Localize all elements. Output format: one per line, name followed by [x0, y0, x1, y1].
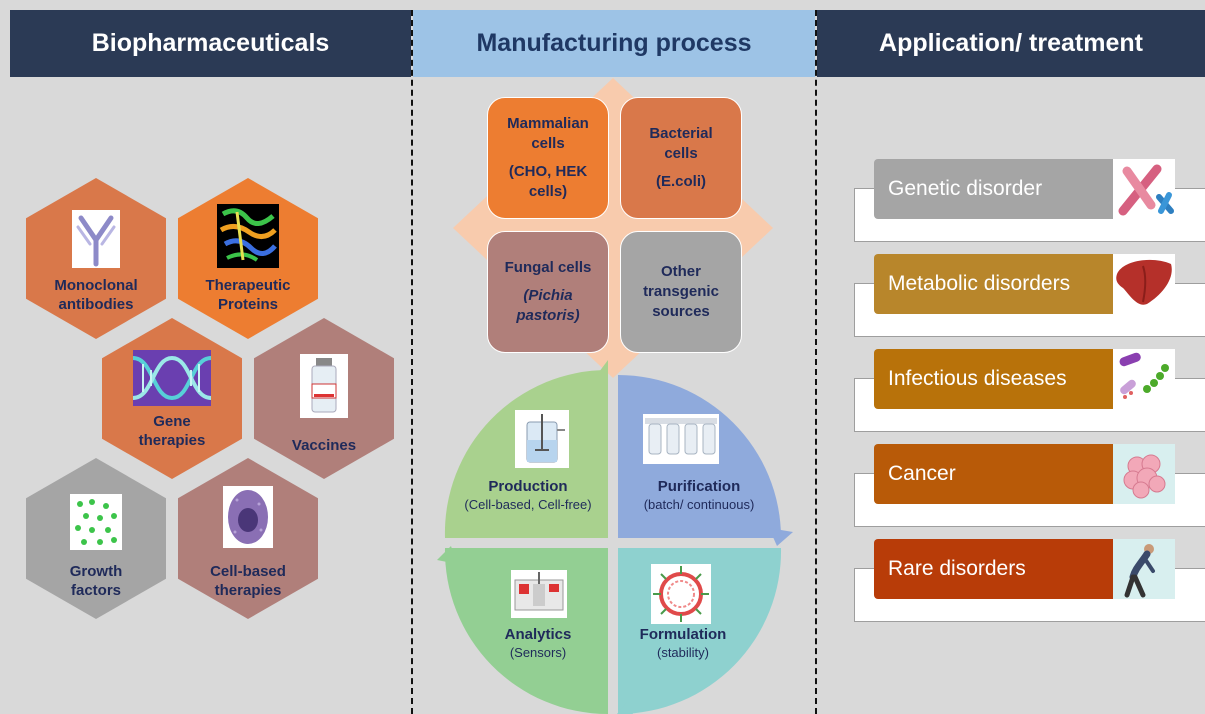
vaccine-vial-icon — [300, 354, 348, 418]
host-line: cells — [531, 135, 565, 152]
bacteria-icon — [1113, 349, 1175, 409]
hex-gene-therapies: Gene therapies — [102, 318, 242, 479]
formulation-title: Formulation — [639, 626, 727, 643]
arrow-purification — [769, 528, 793, 546]
host-line: cells) — [528, 183, 568, 200]
label-purification: Purification (batch/ continuous) — [623, 478, 775, 514]
host-line: (Pichia — [523, 287, 573, 304]
analytics-subtitle: (Sensors) — [509, 645, 567, 660]
biopharmaceuticals-header: Biopharmaceuticals — [10, 10, 411, 77]
cell-icon — [223, 486, 273, 548]
label-analytics: Analytics (Sensors) — [468, 626, 608, 662]
hex-label-line: Vaccines — [291, 437, 357, 454]
label-production: Production (Cell-based, Cell-free) — [448, 478, 608, 514]
host-line: Other — [660, 263, 701, 280]
host-mammalian-cells: Mammalian cells (CHO, HEK cells) — [487, 97, 609, 219]
host-line: (CHO, HEK — [508, 163, 588, 180]
host-other-transgenic: Other transgenic sources — [620, 231, 742, 353]
production-subtitle: (Cell-based, Cell-free) — [464, 497, 592, 512]
arrow-analytics — [437, 546, 457, 564]
hex-monoclonal-antibodies: Monoclonal antibodies — [26, 178, 166, 339]
hex-label-line: Monoclonal — [54, 277, 138, 294]
growth-factor-dots-icon — [70, 494, 122, 550]
app-cancer: Cancer — [874, 444, 1114, 504]
host-line: sources — [652, 303, 710, 320]
quadrant-analytics — [444, 548, 608, 714]
antibody-icon — [72, 210, 120, 268]
tumor-cell-icon — [1113, 444, 1175, 504]
hex-label-line: Growth — [69, 563, 123, 580]
hex-label-line: therapies — [214, 582, 282, 599]
divider-right — [815, 10, 817, 714]
hex-label-line: therapies — [138, 432, 206, 449]
host-line: Fungal cells — [504, 259, 592, 276]
arrow-formulation — [617, 702, 633, 714]
host-line: cells — [664, 145, 698, 162]
analyzer-instrument-icon — [511, 570, 567, 618]
hex-label-line: Proteins — [217, 296, 278, 313]
hex-label-line: Gene — [153, 413, 191, 430]
formulation-subtitle: (stability) — [656, 645, 709, 660]
host-line: transgenic — [643, 283, 719, 300]
hex-label-line: Therapeutic — [205, 277, 291, 294]
host-line: pastoris) — [516, 307, 580, 324]
application-header: Application/ treatment — [817, 10, 1205, 77]
arrow-production — [599, 360, 608, 384]
liver-icon — [1113, 254, 1175, 314]
manufacturing-panel: Manufacturing process Mammalian cells (C… — [413, 10, 815, 714]
analytics-title: Analytics — [504, 626, 572, 643]
bioreactor-icon — [515, 410, 569, 468]
purification-subtitle: (batch/ continuous) — [643, 497, 755, 512]
filtration-columns-icon — [643, 414, 719, 464]
host-line: (E.coli) — [655, 173, 706, 190]
hex-vaccines: Vaccines — [254, 318, 394, 479]
manufacturing-header: Manufacturing process — [413, 10, 815, 77]
patient-icon — [1113, 539, 1175, 599]
nanoparticle-icon — [651, 564, 711, 624]
host-line: Bacterial — [649, 125, 713, 142]
hex-growth-factors: Growth factors — [26, 458, 166, 619]
protein-structure-icon — [217, 204, 279, 268]
purification-title: Purification — [657, 478, 741, 495]
hex-label-line: factors — [70, 582, 122, 599]
dna-icon — [132, 350, 212, 406]
divider-left — [411, 10, 413, 714]
host-bacterial-cells: Bacterial cells (E.coli) — [620, 97, 742, 219]
hex-therapeutic-proteins: Therapeutic Proteins — [178, 178, 318, 339]
hex-label-line: Cell-based — [210, 563, 286, 580]
chromosome-icon — [1113, 159, 1175, 219]
label-formulation: Formulation (stability) — [618, 626, 748, 662]
app-infectious-diseases: Infectious diseases — [874, 349, 1114, 409]
app-metabolic-disorders: Metabolic disorders — [874, 254, 1114, 314]
app-genetic-disorder: Genetic disorder — [874, 159, 1114, 219]
host-line: Mammalian — [507, 115, 589, 132]
app-rare-disorders: Rare disorders — [874, 539, 1114, 599]
hex-label-line: antibodies — [58, 296, 134, 313]
host-fungal-cells: Fungal cells (Pichia pastoris) — [487, 231, 609, 353]
production-title: Production — [488, 478, 568, 495]
hex-cell-based-therapies: Cell-based therapies — [178, 458, 318, 619]
biopharmaceuticals-panel: Biopharmaceuticals Monoclonal antibodies — [10, 10, 411, 714]
application-panel: Application/ treatment Genetic disorder … — [817, 10, 1205, 714]
